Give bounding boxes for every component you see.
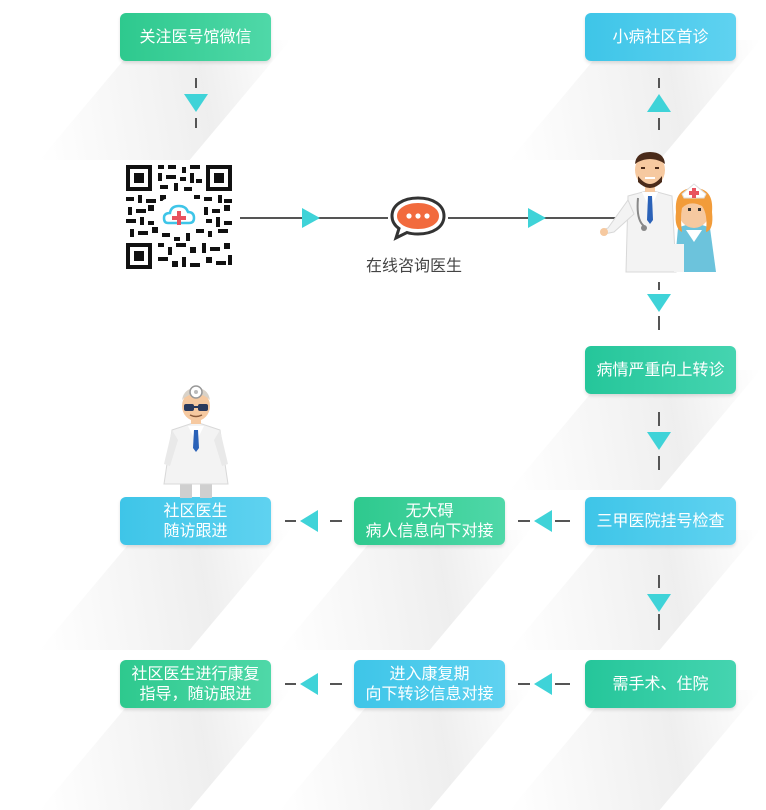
node-community-rehab-guidance: 社区医生进行康复 指导，随访跟进 [120,660,271,708]
consult-label: 在线咨询医生 [366,256,463,275]
qr-code-icon [124,163,234,271]
arrow-right [302,208,320,228]
node-text: 小病社区首诊 [612,27,709,46]
node-community-first-visit: 小病社区首诊 [585,13,736,61]
arrow-down [647,594,671,612]
node-text-line2: 病人信息向下对接 [365,521,494,540]
node-text-line2: 随访跟进 [163,521,228,540]
arrow-up [647,94,671,112]
node-follow-wechat: 关注医号馆微信 [120,13,271,61]
node-surgery-hospitalization: 需手术、住院 [585,660,736,708]
node-rehab-referral: 进入康复期 向下转诊信息对接 [354,660,505,708]
node-text: 关注医号馆微信 [139,27,252,46]
node-text-line1: 社区医生进行康复 [131,664,260,683]
doctor-icon [163,385,229,498]
arrow-down [647,432,671,450]
node-text: 病情严重向上转诊 [596,360,725,379]
node-text: 需手术、住院 [612,674,709,693]
arrow-down [647,294,671,312]
arrow-left [300,510,318,532]
arrow-left [300,673,318,695]
arrow-left [534,673,552,695]
node-severe-referral: 病情严重向上转诊 [585,346,736,394]
node-no-obstacle: 无大碍 病人信息向下对接 [354,497,505,545]
arrow-left [534,510,552,532]
node-text: 三甲医院挂号检查 [596,511,725,530]
arrow-right [528,208,546,228]
doctor-nurse-icon [600,152,716,273]
node-community-doctor-followup: 社区医生 随访跟进 [120,497,271,545]
node-text-line1: 无大碍 [405,501,454,520]
arrow-down [184,94,208,112]
node-text-line1: 社区医生 [163,501,228,520]
node-tertiary-registration: 三甲医院挂号检查 [585,497,736,545]
node-text-line2: 向下转诊信息对接 [365,684,494,703]
chat-bubble-icon [390,196,446,241]
node-text-line1: 进入康复期 [389,664,470,683]
node-text-line2: 指导，随访跟进 [139,684,252,703]
